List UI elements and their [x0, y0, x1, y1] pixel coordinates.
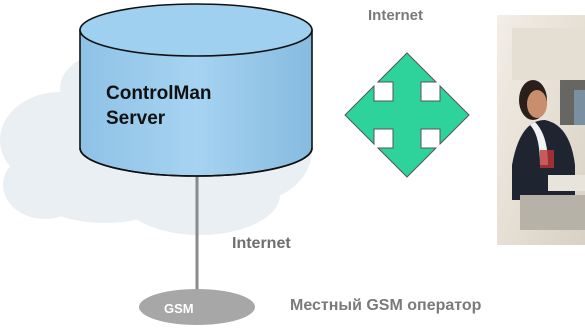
gsm-ellipse [139, 289, 255, 325]
server-cylinder [79, 3, 313, 177]
four-way-arrow-icon [344, 52, 470, 178]
internet-label-bottom: Internet [232, 235, 291, 252]
operator-photo [497, 15, 585, 245]
operator-label: Местный GSM оператор [290, 297, 482, 314]
gsm-label: GSM [164, 301, 194, 316]
server-label: ControlMan Server [106, 81, 276, 131]
server-label-line1: ControlMan [106, 83, 212, 104]
server-label-line2: Server [106, 108, 166, 129]
internet-label-top: Internet [368, 7, 424, 24]
